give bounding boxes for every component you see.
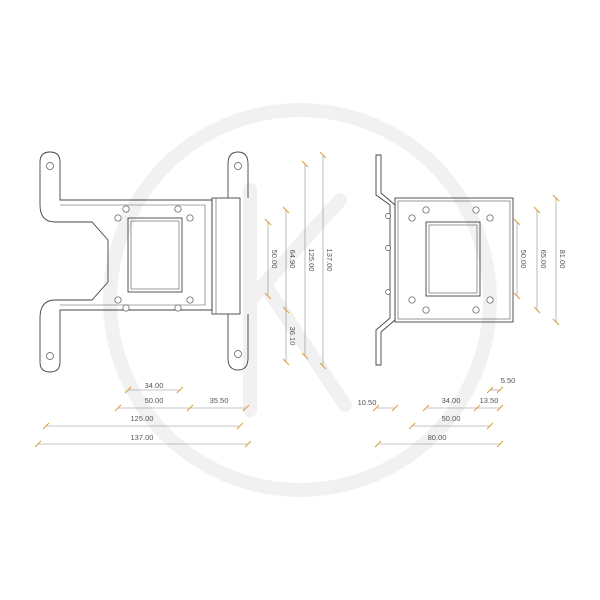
side-vertical-dimensions: 50.00 65.00 81.00: [513, 194, 567, 326]
dim-side-13-5: 13.50: [480, 396, 499, 405]
dim-front-v36-1: 36.10: [288, 327, 297, 346]
dim-front-35-5: 35.50: [210, 396, 229, 405]
dim-side-50: 50.00: [442, 414, 461, 423]
dim-side-5-5: 5.50: [501, 376, 516, 385]
dim-side-10-5: 10.50: [358, 398, 377, 407]
dim-front-v64-9: 64.90: [288, 250, 297, 269]
dim-front-v50: 50.00: [270, 250, 279, 269]
dim-side-v50: 50.00: [519, 250, 528, 269]
front-view-bracket: [39, 151, 249, 373]
dim-front-34: 34.00: [145, 381, 164, 390]
dim-front-50: 50.00: [145, 396, 164, 405]
dim-side-80: 80.00: [428, 433, 447, 442]
dim-side-v81: 81.00: [558, 250, 567, 269]
dim-side-v65: 65.00: [539, 250, 548, 269]
side-view-bracket: [375, 154, 514, 366]
dim-front-125: 125.00: [131, 414, 154, 423]
dim-front-v137: 137.00: [325, 249, 334, 272]
dim-front-v125: 125.00: [307, 249, 316, 272]
side-horizontal-dimensions: 5.50 10.50 34.00 13.50 50.00 80.00: [358, 376, 516, 448]
front-vertical-dimensions: 50.00 64.90 36.10 125.00 137.00: [264, 151, 334, 370]
dim-front-137: 137.00: [131, 433, 154, 442]
front-horizontal-dimensions: 34.00 50.00 35.50 125.00 137.00: [34, 381, 252, 448]
dim-side-34: 34.00: [442, 396, 461, 405]
